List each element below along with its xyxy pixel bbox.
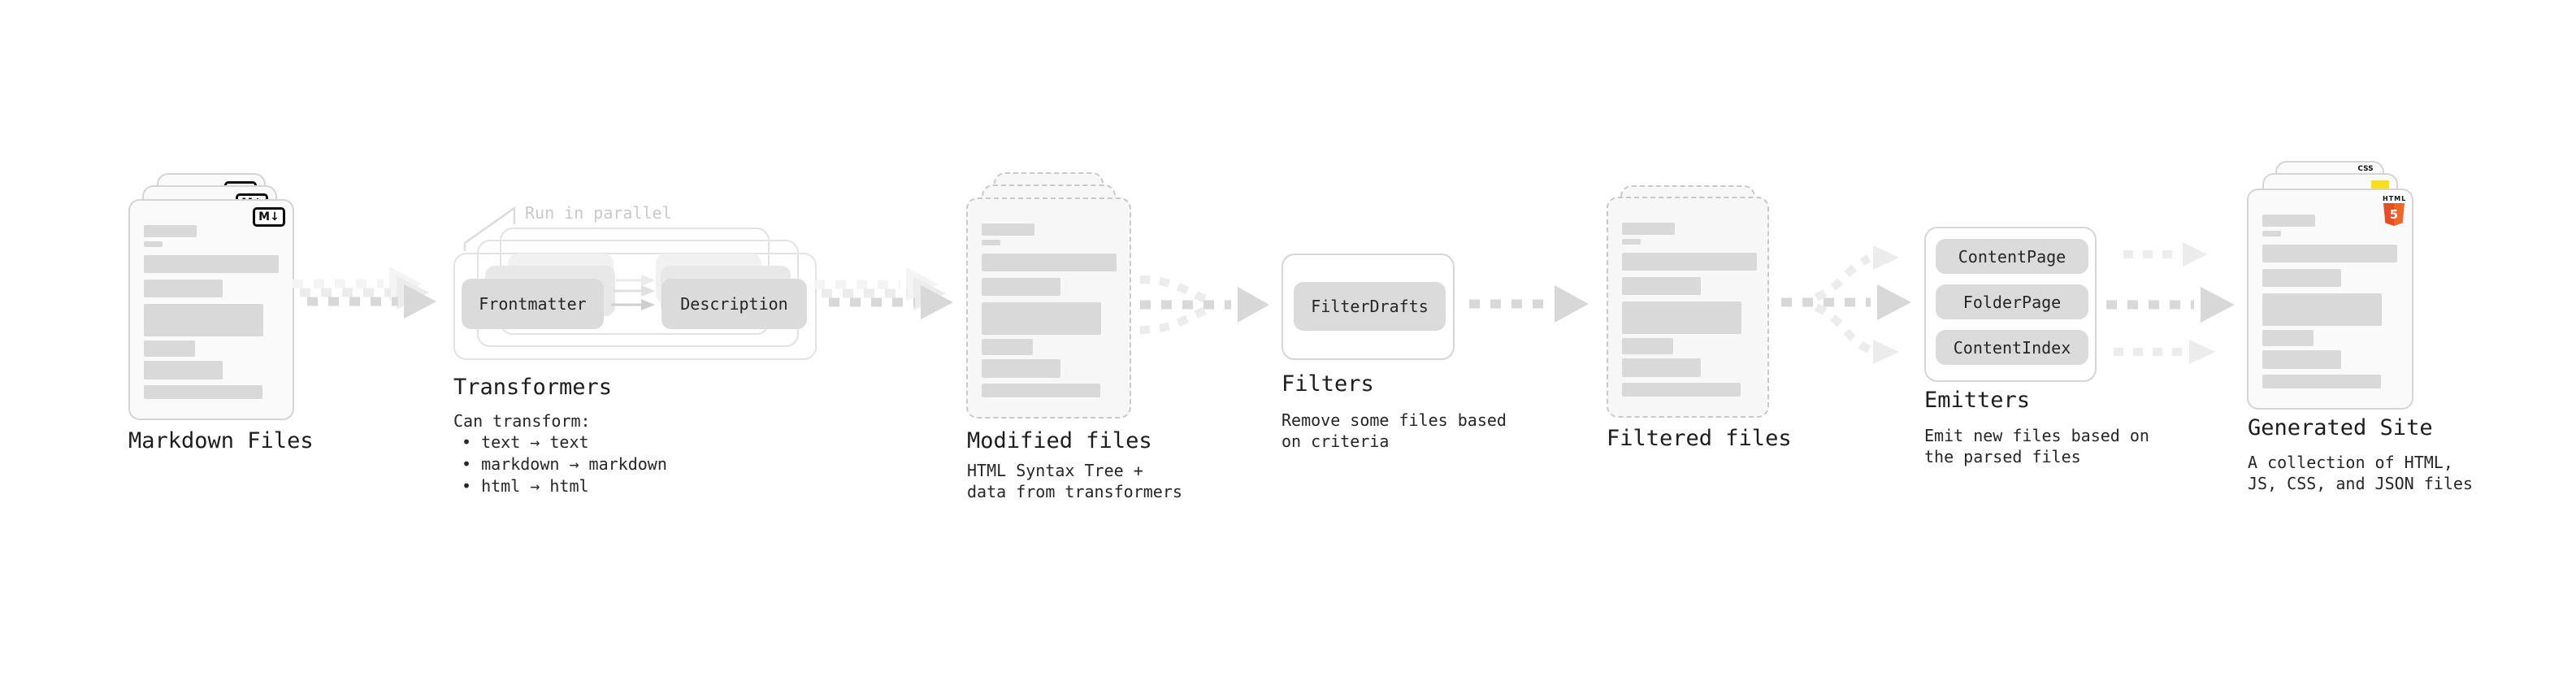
filters-box: FilterDrafts [1281,254,1455,360]
file-content-bar [2262,375,2381,388]
arrow-markdown-to-transformers-ghost1 [300,275,429,310]
file-content-bar [982,302,1101,335]
contentpage-pill: ContentPage [1936,239,2088,274]
generated-site-label: Generated Site [2248,415,2433,440]
file-content-bar [144,304,263,336]
transformer-run-outline-front [453,253,817,360]
split-arrowhead-bottom [1873,340,1899,364]
generated-site-desc: A collection of HTML, JS, CSS, and JSON … [2248,453,2473,493]
file-content-bar [2262,330,2314,346]
file-content-bar [1622,277,1701,295]
html-file-card: HTML 5 [2247,189,2413,410]
markdown-files-stack: M↓ M↓ M↓ [128,173,294,420]
file-content-bar [2262,215,2315,227]
markdown-files-label: Markdown Files [128,428,314,453]
file-content-bar [144,340,195,357]
file-content-bar [1622,301,1741,334]
transformers-heading: Transformers [453,375,613,400]
file-content-bar [144,280,223,297]
file-content-bar [2262,269,2341,287]
file-content-bar [1622,338,1673,354]
file-content-bar [1622,239,1641,245]
file-content-bar [982,278,1060,296]
transformer-bullet: • markdown → markdown [462,454,667,474]
modified-files-desc: HTML Syntax Tree + data from transformer… [967,461,1182,501]
filtered-file-card-front [1607,197,1769,418]
description-pill: Description [661,279,807,329]
file-content-bar [982,339,1033,355]
emitters-heading: Emitters [1924,388,2031,413]
transformers-desc-title: Can transform: [453,411,591,431]
file-content-bar [1622,223,1675,235]
contentindex-pill: ContentIndex [1936,330,2088,365]
file-content-bar [982,254,1117,271]
arrow-filtered-to-emitters [1781,284,1911,320]
file-content-bar [2262,293,2382,326]
arrow-markdown-to-transformers [307,284,436,319]
filters-heading: Filters [1281,371,1374,397]
file-content-bar [982,384,1100,397]
file-content-bar [982,240,1000,245]
modified-file-card-front [966,197,1131,419]
html5-icon: HTML 5 [2383,195,2405,226]
file-content-bar [1622,253,1757,271]
file-content-bar [982,223,1034,236]
transformer-bullet: • html → html [462,476,589,496]
modified-files-label: Modified files [967,428,1152,453]
filtered-files-label: Filtered files [1607,426,1792,451]
filterdrafts-pill: FilterDrafts [1294,282,1446,331]
emitters-box: ContentPage FolderPage ContentIndex [1924,227,2097,382]
filters-desc: Remove some files based on criteria [1281,410,1507,451]
split-curve-bottom [1814,303,1871,354]
merge-curve-bottom [1139,304,1214,334]
arrow-transformers-to-modified [829,285,953,319]
run-in-parallel-annotation: Run in parallel [525,203,672,223]
modified-files-stack [966,172,1131,419]
file-content-bar [144,225,197,237]
file-content-bar [2262,231,2281,236]
file-content-bar [982,359,1060,378]
file-content-bar [1622,383,1741,397]
emitters-desc: Emit new files based on the parsed files [1924,426,2149,466]
file-content-bar [2262,350,2341,369]
arrow-transformers-to-modified-ghost2 [814,267,939,301]
arrow-folderpage-to-site [2106,287,2235,323]
file-content-bar [144,385,262,399]
filtered-files-stack [1607,185,1769,429]
arrow-markdown-to-transformers-ghost2 [293,267,422,301]
folderpage-pill: FolderPage [1936,284,2088,319]
markdown-icon: M↓ [253,207,285,227]
arrow-transformers-to-modified-ghost1 [822,276,946,310]
html5-shield: 5 [2383,203,2405,226]
transformer-bullet: • text → text [462,432,589,452]
arrow-contentindex-to-site [2114,340,2215,364]
split-curve-top [1814,254,1871,301]
file-content-bar [1622,358,1701,377]
arrow-modified-to-filters [1140,287,1269,323]
file-content-bar [144,255,279,273]
merge-curve-top [1139,275,1214,306]
frontmatter-pill: Frontmatter [462,279,604,329]
file-content-bar [144,361,223,380]
markdown-file-card-front: M↓ [128,199,294,420]
split-arrowhead-top [1873,245,1899,270]
file-content-bar [2262,245,2397,262]
arrow-filters-to-filtered [1469,285,1589,323]
transformers-bullet-list: • text → text • markdown → markdown • ht… [453,432,667,497]
generated-site-stack: CSS HTML 5 [2247,161,2413,413]
transformers-group: Frontmatter Description [453,228,819,361]
file-content-bar [144,241,163,247]
arrow-contentpage-to-site [2123,242,2207,267]
